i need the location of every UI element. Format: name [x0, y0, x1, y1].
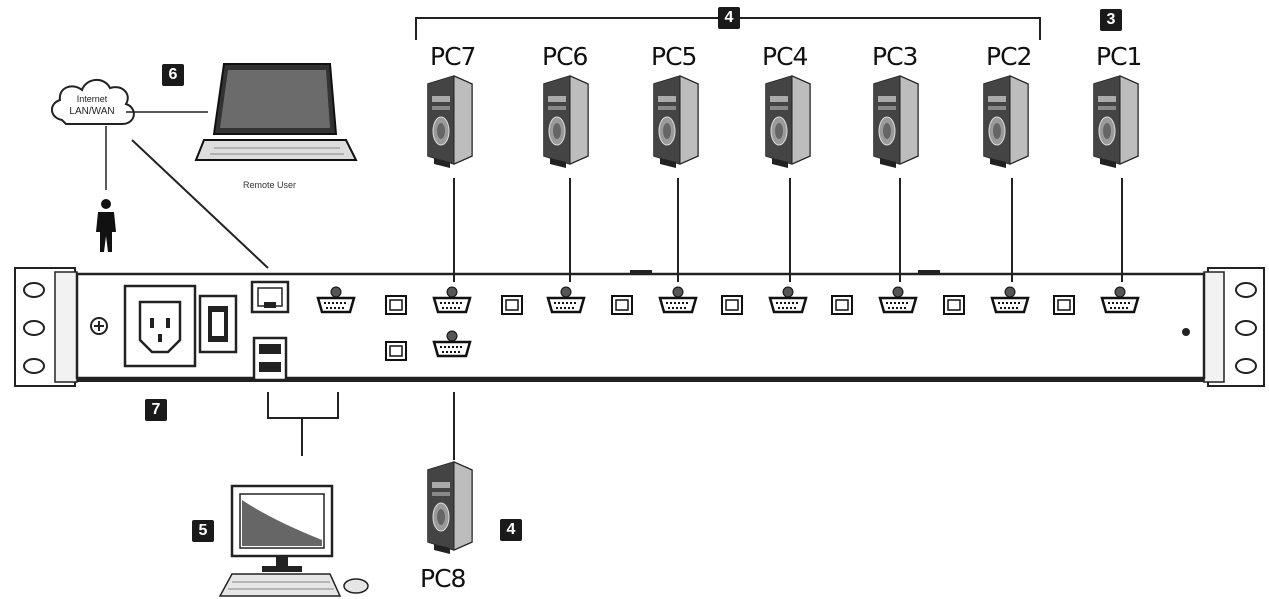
rack-hole [23, 282, 45, 298]
cloud-to-lan-port [131, 139, 269, 269]
pc3-label: PC3 [872, 42, 918, 71]
pc5-label: PC5 [651, 42, 697, 71]
usb-port [1053, 295, 1075, 315]
pc4-tower [765, 75, 811, 169]
cloud-label-internet: Internet [76, 94, 108, 104]
remote-user-label: Remote User [243, 180, 297, 190]
badge-remote: 6 [162, 64, 184, 86]
badge-pc8: 4 [500, 519, 522, 541]
pc3-tower [873, 75, 919, 169]
pc7-label: PC7 [430, 42, 476, 71]
usb-port [943, 295, 965, 315]
lan-port [250, 280, 290, 314]
rack-hole [1235, 320, 1257, 336]
usb-port [721, 295, 743, 315]
rack-hole [23, 358, 45, 374]
pc1-label: PC1 [1096, 42, 1142, 71]
internet-cloud [51, 79, 135, 125]
pc5-tower [653, 75, 699, 169]
pc6-tower [543, 75, 589, 169]
pc4-label: PC4 [762, 42, 808, 71]
remote-laptop [194, 63, 358, 161]
pc7-tower [427, 75, 473, 169]
rack-hole [1235, 282, 1257, 298]
pc2-tower [983, 75, 1029, 169]
usb-port-pc7 [385, 295, 407, 315]
console-usb-ports [252, 336, 288, 382]
badge-pc1: 3 [1100, 9, 1122, 31]
pc1-tower [1093, 75, 1139, 169]
usb-port [611, 295, 633, 315]
badge-power: 7 [145, 399, 167, 421]
pc8-tower [427, 461, 473, 555]
power-inlet [123, 284, 197, 368]
console-bracket [267, 392, 339, 419]
usb-port-pc8 [385, 341, 407, 361]
cloud-label-lanwan: LAN/WAN [69, 106, 115, 117]
usb-port [501, 295, 523, 315]
local-user-icon [96, 199, 116, 252]
rack-hole [23, 320, 45, 336]
console-monitor [230, 484, 334, 572]
pc6-label: PC6 [542, 42, 588, 71]
pc8-label: PC8 [420, 564, 466, 593]
badge-pc-group: 4 [718, 7, 740, 29]
status-led [1182, 328, 1190, 336]
badge-console: 5 [192, 520, 214, 542]
console-keyboard [218, 573, 369, 597]
pc2-label: PC2 [986, 42, 1032, 71]
power-switch [198, 294, 238, 354]
usb-port [831, 295, 853, 315]
rack-hole [1235, 358, 1257, 374]
